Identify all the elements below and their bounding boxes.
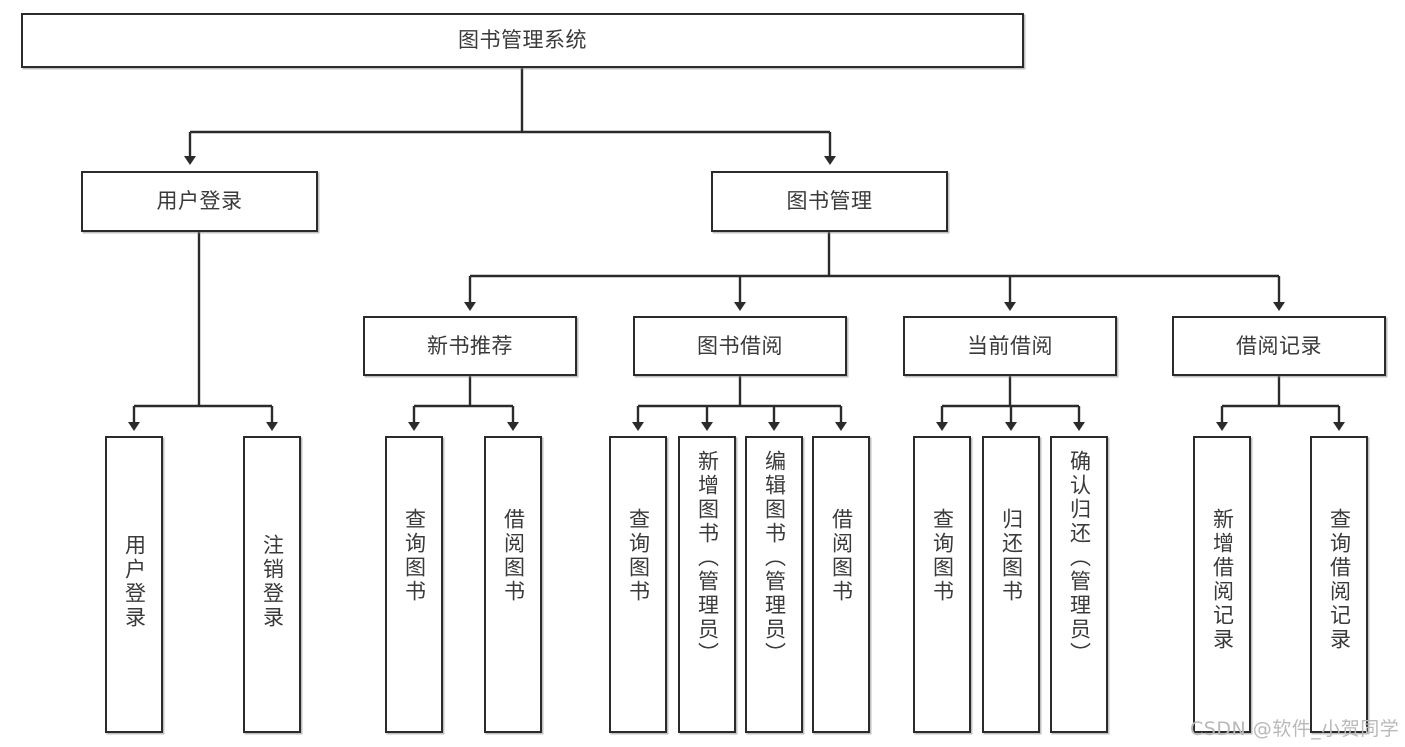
node-label: 图书管理系统 — [458, 28, 587, 53]
leaf-borrow-query-book[interactable]: 查询图书 — [609, 436, 667, 733]
leaf-record-add-record[interactable]: 新增借阅记录 — [1193, 436, 1251, 733]
node-label: 确认归还（管理员） — [1067, 450, 1092, 666]
node-label: 查询图书 — [402, 508, 427, 604]
node-book-borrow[interactable]: 图书借阅 — [633, 316, 847, 376]
node-label: 查询图书 — [626, 508, 651, 604]
node-current-borrow[interactable]: 当前借阅 — [903, 316, 1117, 376]
leaf-recommend-query-book[interactable]: 查询图书 — [385, 436, 443, 733]
node-book-management[interactable]: 图书管理 — [711, 171, 948, 232]
leaf-borrow-borrow-book[interactable]: 借阅图书 — [812, 436, 870, 733]
node-borrow-record[interactable]: 借阅记录 — [1172, 316, 1386, 376]
leaf-record-query-record[interactable]: 查询借阅记录 — [1310, 436, 1368, 733]
csdn-watermark: CSDN @软件_小贺同学 — [1190, 718, 1400, 740]
node-label: 用户登录 — [156, 189, 243, 214]
leaf-borrow-edit-book[interactable]: 编辑图书（管理员） — [745, 436, 803, 733]
node-label: 当前借阅 — [967, 333, 1053, 358]
node-user-login[interactable]: 用户登录 — [81, 171, 318, 232]
node-label: 用户登录 — [122, 534, 147, 630]
node-label: 借阅记录 — [1236, 333, 1322, 358]
leaf-current-query-book[interactable]: 查询图书 — [913, 436, 971, 733]
node-new-book-recommend[interactable]: 新书推荐 — [363, 316, 577, 376]
node-label: 注销登录 — [260, 534, 285, 630]
node-label: 新书推荐 — [427, 333, 513, 358]
node-label: 编辑图书（管理员） — [762, 450, 787, 666]
node-label: 查询图书 — [930, 508, 955, 604]
leaf-current-confirm-return[interactable]: 确认归还（管理员） — [1050, 436, 1108, 733]
node-label: 新增图书（管理员） — [695, 450, 720, 666]
node-label: 查询借阅记录 — [1327, 508, 1352, 652]
node-label: 归还图书 — [999, 508, 1024, 604]
node-label: 借阅图书 — [829, 508, 854, 604]
node-label: 借阅图书 — [501, 508, 526, 604]
leaf-recommend-borrow-book[interactable]: 借阅图书 — [484, 436, 542, 733]
leaf-user-login-signout[interactable]: 注销登录 — [243, 436, 301, 733]
leaf-user-login-signin[interactable]: 用户登录 — [105, 436, 163, 733]
leaf-borrow-add-book[interactable]: 新增图书（管理员） — [678, 436, 736, 733]
node-label: 图书管理 — [786, 189, 873, 214]
node-root[interactable]: 图书管理系统 — [21, 13, 1024, 68]
node-label: 图书借阅 — [697, 333, 783, 358]
node-label: 新增借阅记录 — [1210, 508, 1235, 652]
leaf-current-return-book[interactable]: 归还图书 — [982, 436, 1040, 733]
